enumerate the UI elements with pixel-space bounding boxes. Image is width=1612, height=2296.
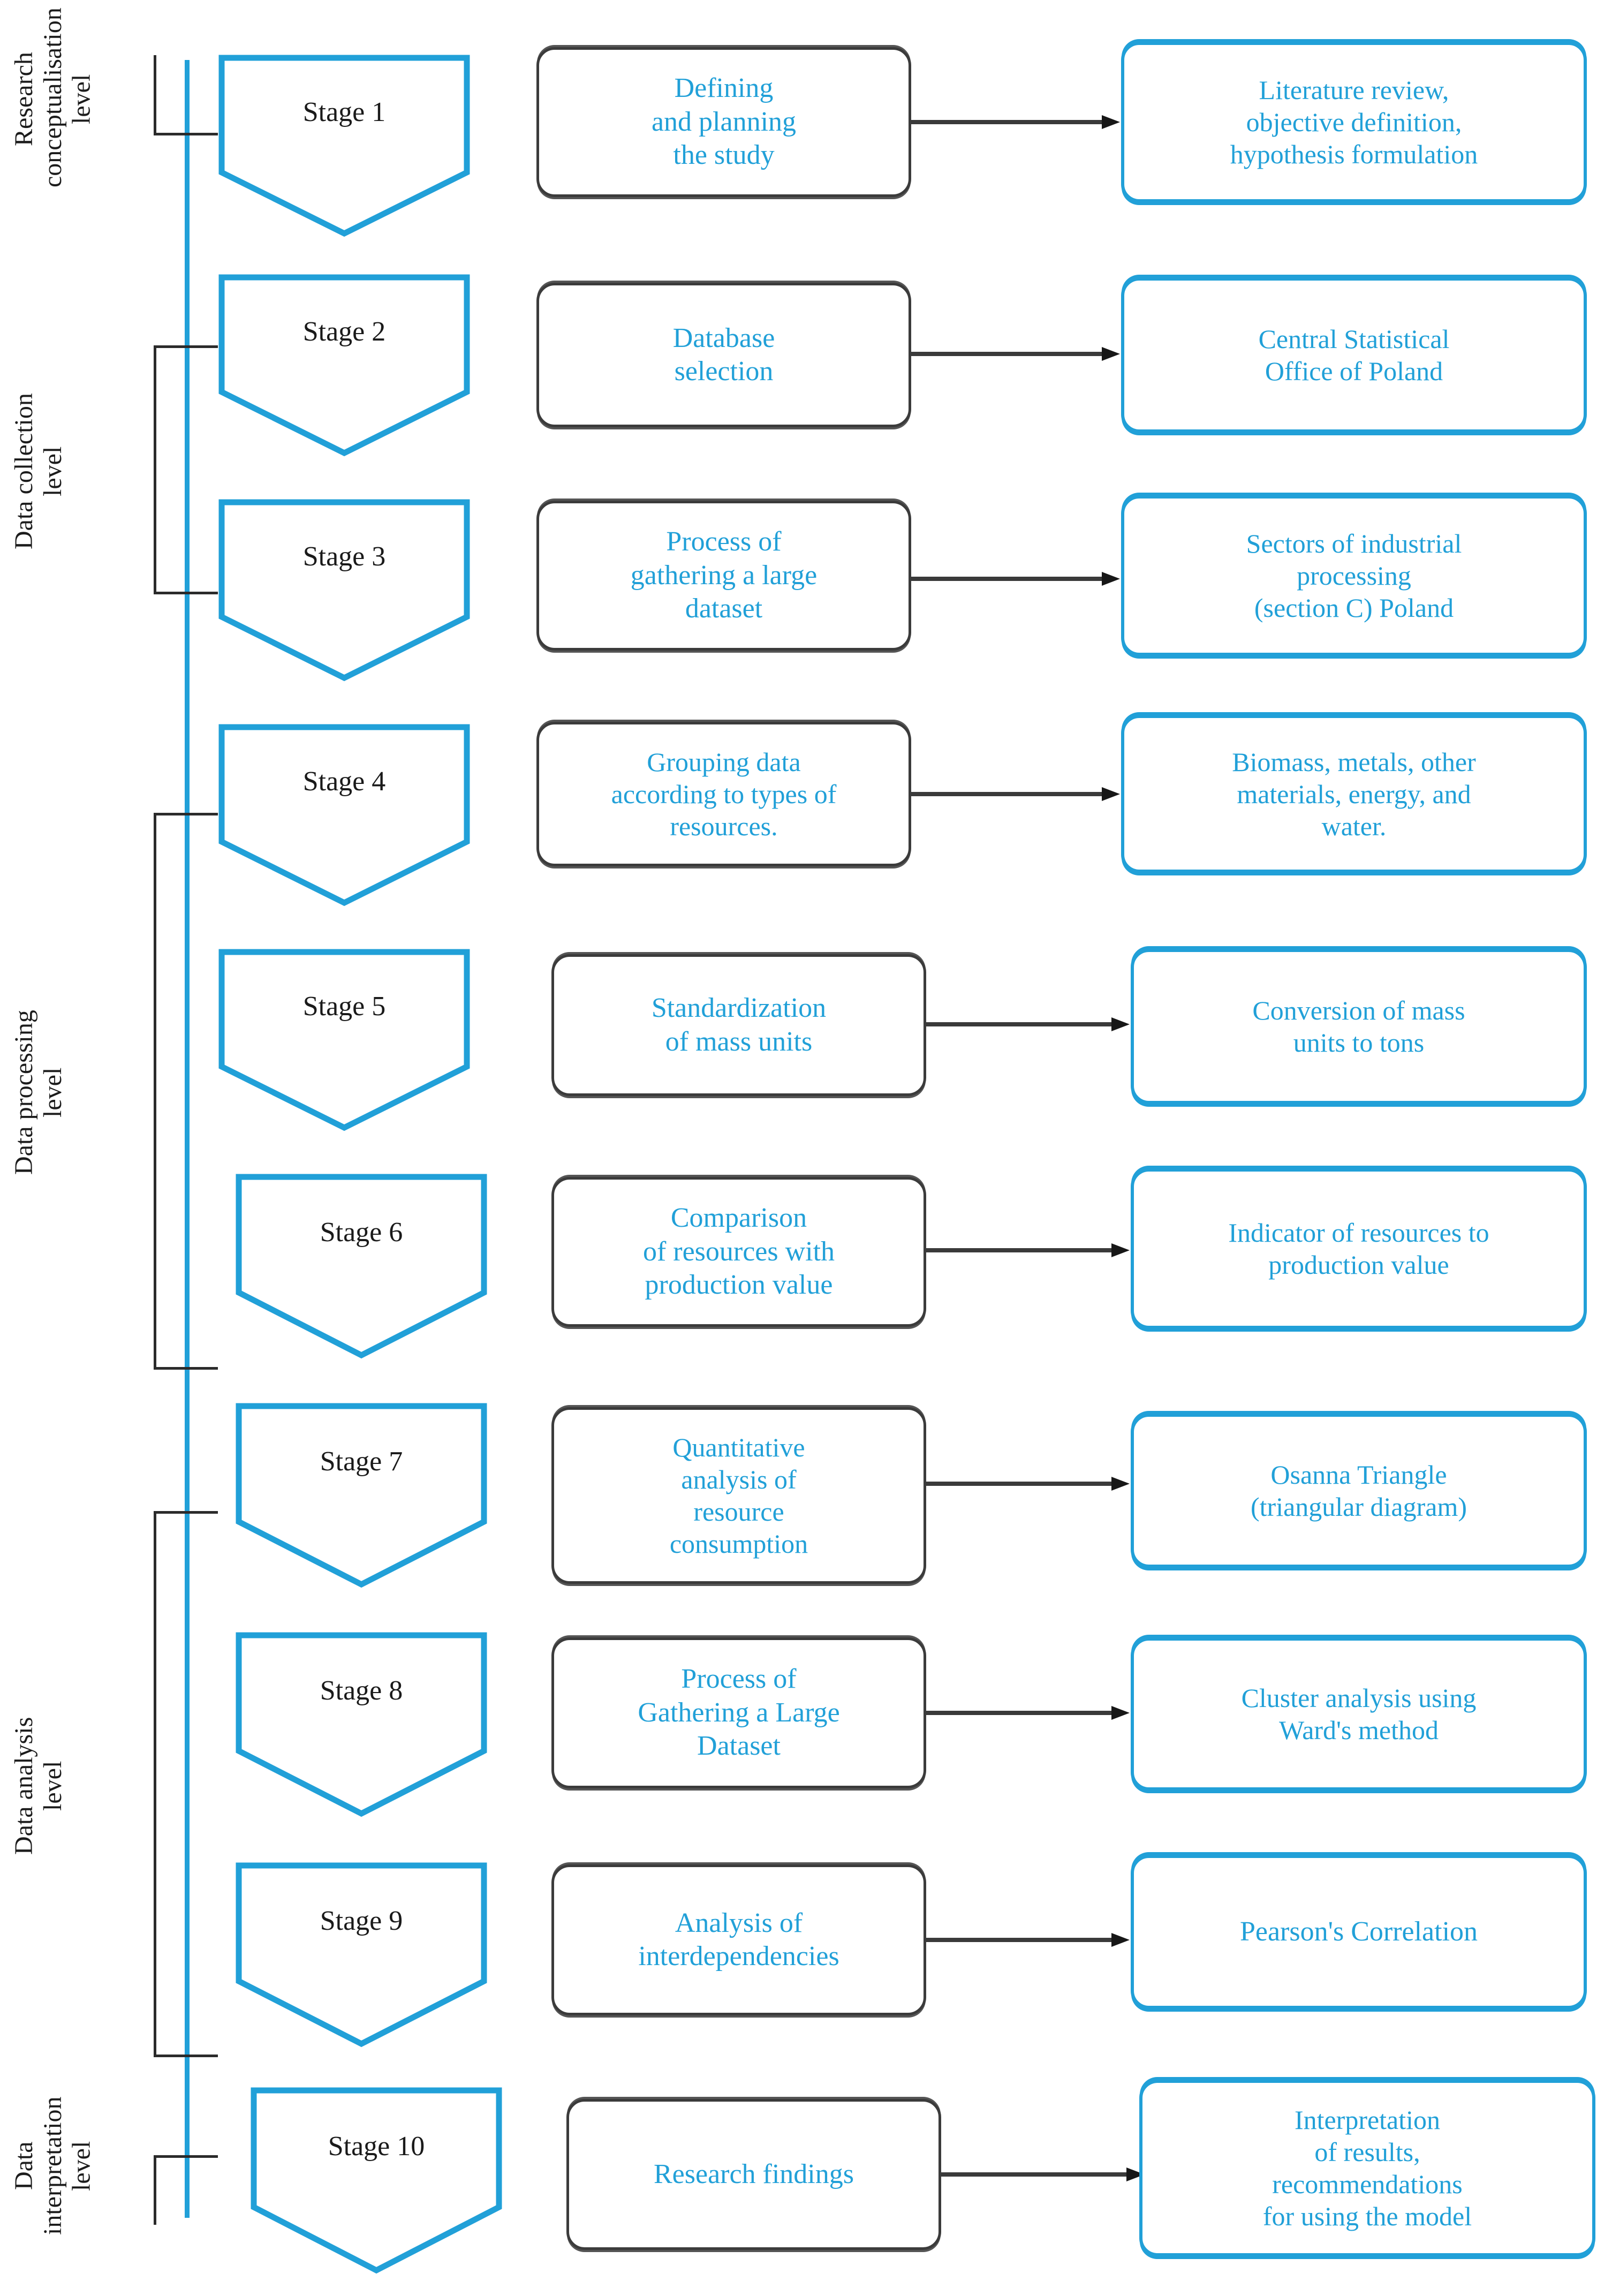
stage-label-1: Stage 1 — [302, 97, 386, 127]
arrow-7 — [926, 1477, 1130, 1491]
activity-box-3[interactable]: Process of gathering a large dataset — [536, 501, 911, 651]
arrow-9 — [926, 1933, 1130, 1947]
stage-shape-3[interactable]: Stage 3 — [218, 499, 470, 682]
outcome-box-3[interactable]: Sectors of industrial processing (sectio… — [1121, 495, 1587, 656]
stage-label-4: Stage 4 — [302, 766, 386, 797]
outcome-box-4[interactable]: Biomass, metals, other materials, energy… — [1121, 715, 1587, 873]
outcome-box-10[interactable]: Interpretation of results, recommendatio… — [1139, 2080, 1595, 2256]
arrow-8 — [926, 1706, 1130, 1720]
activity-box-9[interactable]: Analysis of interdependencies — [551, 1864, 926, 2015]
level-label-research-conceptualisation: Research conceptualisation level — [10, 7, 96, 187]
outcome-box-2[interactable]: Central Statistical Office of Poland — [1121, 277, 1587, 433]
stage-shape-4[interactable]: Stage 4 — [218, 724, 470, 907]
level-bracket-data-interpretation — [154, 2155, 253, 2225]
arrow-5 — [926, 1017, 1130, 1031]
activity-box-4[interactable]: Grouping data according to types of reso… — [536, 722, 911, 866]
stage-shape-5[interactable]: Stage 5 — [218, 949, 470, 1131]
stage-label-9: Stage 9 — [320, 1905, 403, 1936]
level-bracket-data-collection — [154, 345, 221, 594]
activity-box-7[interactable]: Quantitative analysis of resource consum… — [551, 1407, 926, 1584]
arrow-6 — [926, 1243, 1130, 1257]
outcome-box-6[interactable]: Indicator of resources to production val… — [1131, 1168, 1587, 1329]
activity-box-6[interactable]: Comparison of resources with production … — [551, 1177, 926, 1327]
activity-box-10[interactable]: Research findings — [566, 2099, 941, 2250]
stage-label-10: Stage 10 — [328, 2131, 425, 2162]
vertical-spine-line — [185, 60, 190, 2218]
arrow-1 — [911, 115, 1120, 129]
level-label-data-collection: Data collection level — [10, 393, 67, 549]
activity-box-1[interactable]: Defining and planning the study — [536, 47, 911, 197]
stage-shape-2[interactable]: Stage 2 — [218, 274, 470, 457]
arrow-2 — [911, 347, 1120, 361]
outcome-box-7[interactable]: Osanna Triangle (triangular diagram) — [1131, 1414, 1587, 1568]
stage-label-2: Stage 2 — [302, 316, 386, 347]
level-bracket-data-analysis — [154, 1511, 221, 2057]
stage-shape-10[interactable]: Stage 10 — [251, 2087, 502, 2274]
arrow-10 — [941, 2167, 1145, 2181]
activity-box-8[interactable]: Process of Gathering a Large Dataset — [551, 1637, 926, 1788]
outcome-box-5[interactable]: Conversion of mass units to tons — [1131, 949, 1587, 1104]
stage-shape-1[interactable]: Stage 1 — [218, 55, 470, 237]
stage-shape-6[interactable]: Stage 6 — [236, 1174, 487, 1359]
activity-box-2[interactable]: Database selection — [536, 283, 911, 427]
stage-label-5: Stage 5 — [302, 991, 386, 1022]
arrow-4 — [911, 787, 1120, 801]
outcome-box-9[interactable]: Pearson's Correlation — [1131, 1855, 1587, 2009]
stage-shape-8[interactable]: Stage 8 — [236, 1632, 487, 1817]
outcome-box-1[interactable]: Literature review, objective definition,… — [1121, 42, 1587, 202]
level-label-data-analysis: Data analysis level — [10, 1717, 67, 1855]
outcome-box-8[interactable]: Cluster analysis using Ward's method — [1131, 1637, 1587, 1791]
level-bracket-data-processing — [154, 813, 221, 1370]
level-label-data-interpretation: Data interpretation level — [10, 2096, 96, 2235]
level-bracket-research-conceptualisation — [154, 55, 221, 135]
activity-box-5[interactable]: Standardization of mass units — [551, 954, 926, 1096]
stage-label-3: Stage 3 — [302, 541, 386, 572]
level-label-data-processing: Data processing level — [10, 1010, 67, 1175]
stage-label-6: Stage 6 — [320, 1217, 403, 1248]
stage-label-7: Stage 7 — [320, 1446, 403, 1477]
stage-shape-9[interactable]: Stage 9 — [236, 1862, 487, 2048]
stage-label-8: Stage 8 — [320, 1675, 403, 1706]
stage-shape-7[interactable]: Stage 7 — [236, 1403, 487, 1588]
arrow-3 — [911, 572, 1120, 586]
